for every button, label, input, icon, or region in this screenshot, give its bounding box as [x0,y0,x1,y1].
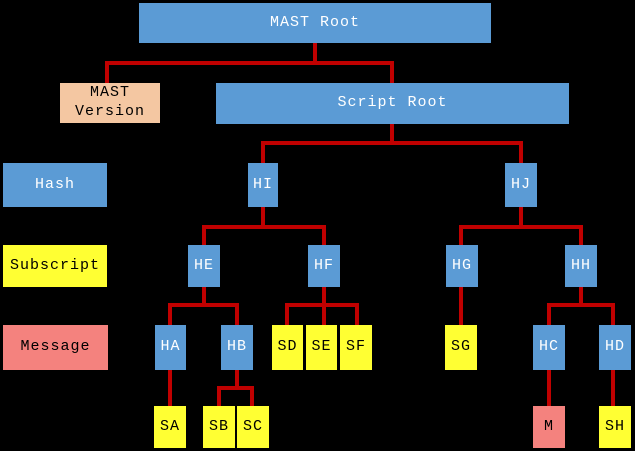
edge-segment [547,370,551,406]
edge-segment [285,303,359,307]
edge-segment [105,61,394,65]
node-hi: HI [248,163,278,207]
edge-segment [611,303,615,325]
node-m: M [533,406,565,448]
node-hf: HF [308,245,340,287]
node-sg: SG [445,325,477,370]
edge-segment [217,386,221,406]
edge-segment [235,370,239,390]
node-sa: SA [154,406,186,448]
edge-segment [611,370,615,406]
edge-segment [168,370,172,406]
edge-segment [202,225,206,245]
node-sh: SH [599,406,631,448]
node-sf: SF [340,325,372,370]
edge-segment [355,303,359,325]
edge-segment [579,225,583,245]
node-hd: HD [599,325,631,370]
node-script-root: Script Root [216,83,569,124]
node-mast-version: MAST Version [60,83,160,123]
edge-segment [168,303,239,307]
node-label-subscript: Subscript [3,245,107,287]
node-hh: HH [565,245,597,287]
edge-segment [235,303,239,325]
node-label-hash: Hash [3,163,107,207]
node-sb: SB [203,406,235,448]
edge-segment [322,225,326,245]
node-sc: SC [237,406,269,448]
edge-segment [285,303,289,325]
edge-segment [313,43,317,65]
edge-segment [459,225,583,229]
edge-segment [390,61,394,83]
edge-segment [547,303,551,325]
node-he: HE [188,245,220,287]
edge-segment [217,386,254,390]
edge-segment [519,207,523,229]
node-hc: HC [533,325,565,370]
edge-segment [459,225,463,245]
node-hj: HJ [505,163,537,207]
edge-segment [105,61,109,83]
edge-segment [202,225,326,229]
edge-segment [459,287,463,325]
node-hb: HB [221,325,253,370]
node-label-message: Message [3,325,108,370]
edge-segment [261,141,265,163]
edge-segment [168,303,172,325]
node-sd: SD [272,325,303,370]
edge-segment [261,141,523,145]
edge-segment [547,303,615,307]
node-hg: HG [446,245,478,287]
node-ha: HA [155,325,186,370]
edge-segment [519,141,523,163]
node-se: SE [306,325,337,370]
edge-segment [579,287,583,307]
edge-segment [202,287,206,307]
edge-segment [390,124,394,145]
node-mast-root: MAST Root [139,3,491,43]
edge-segment [261,207,265,229]
edge-segment [250,386,254,406]
